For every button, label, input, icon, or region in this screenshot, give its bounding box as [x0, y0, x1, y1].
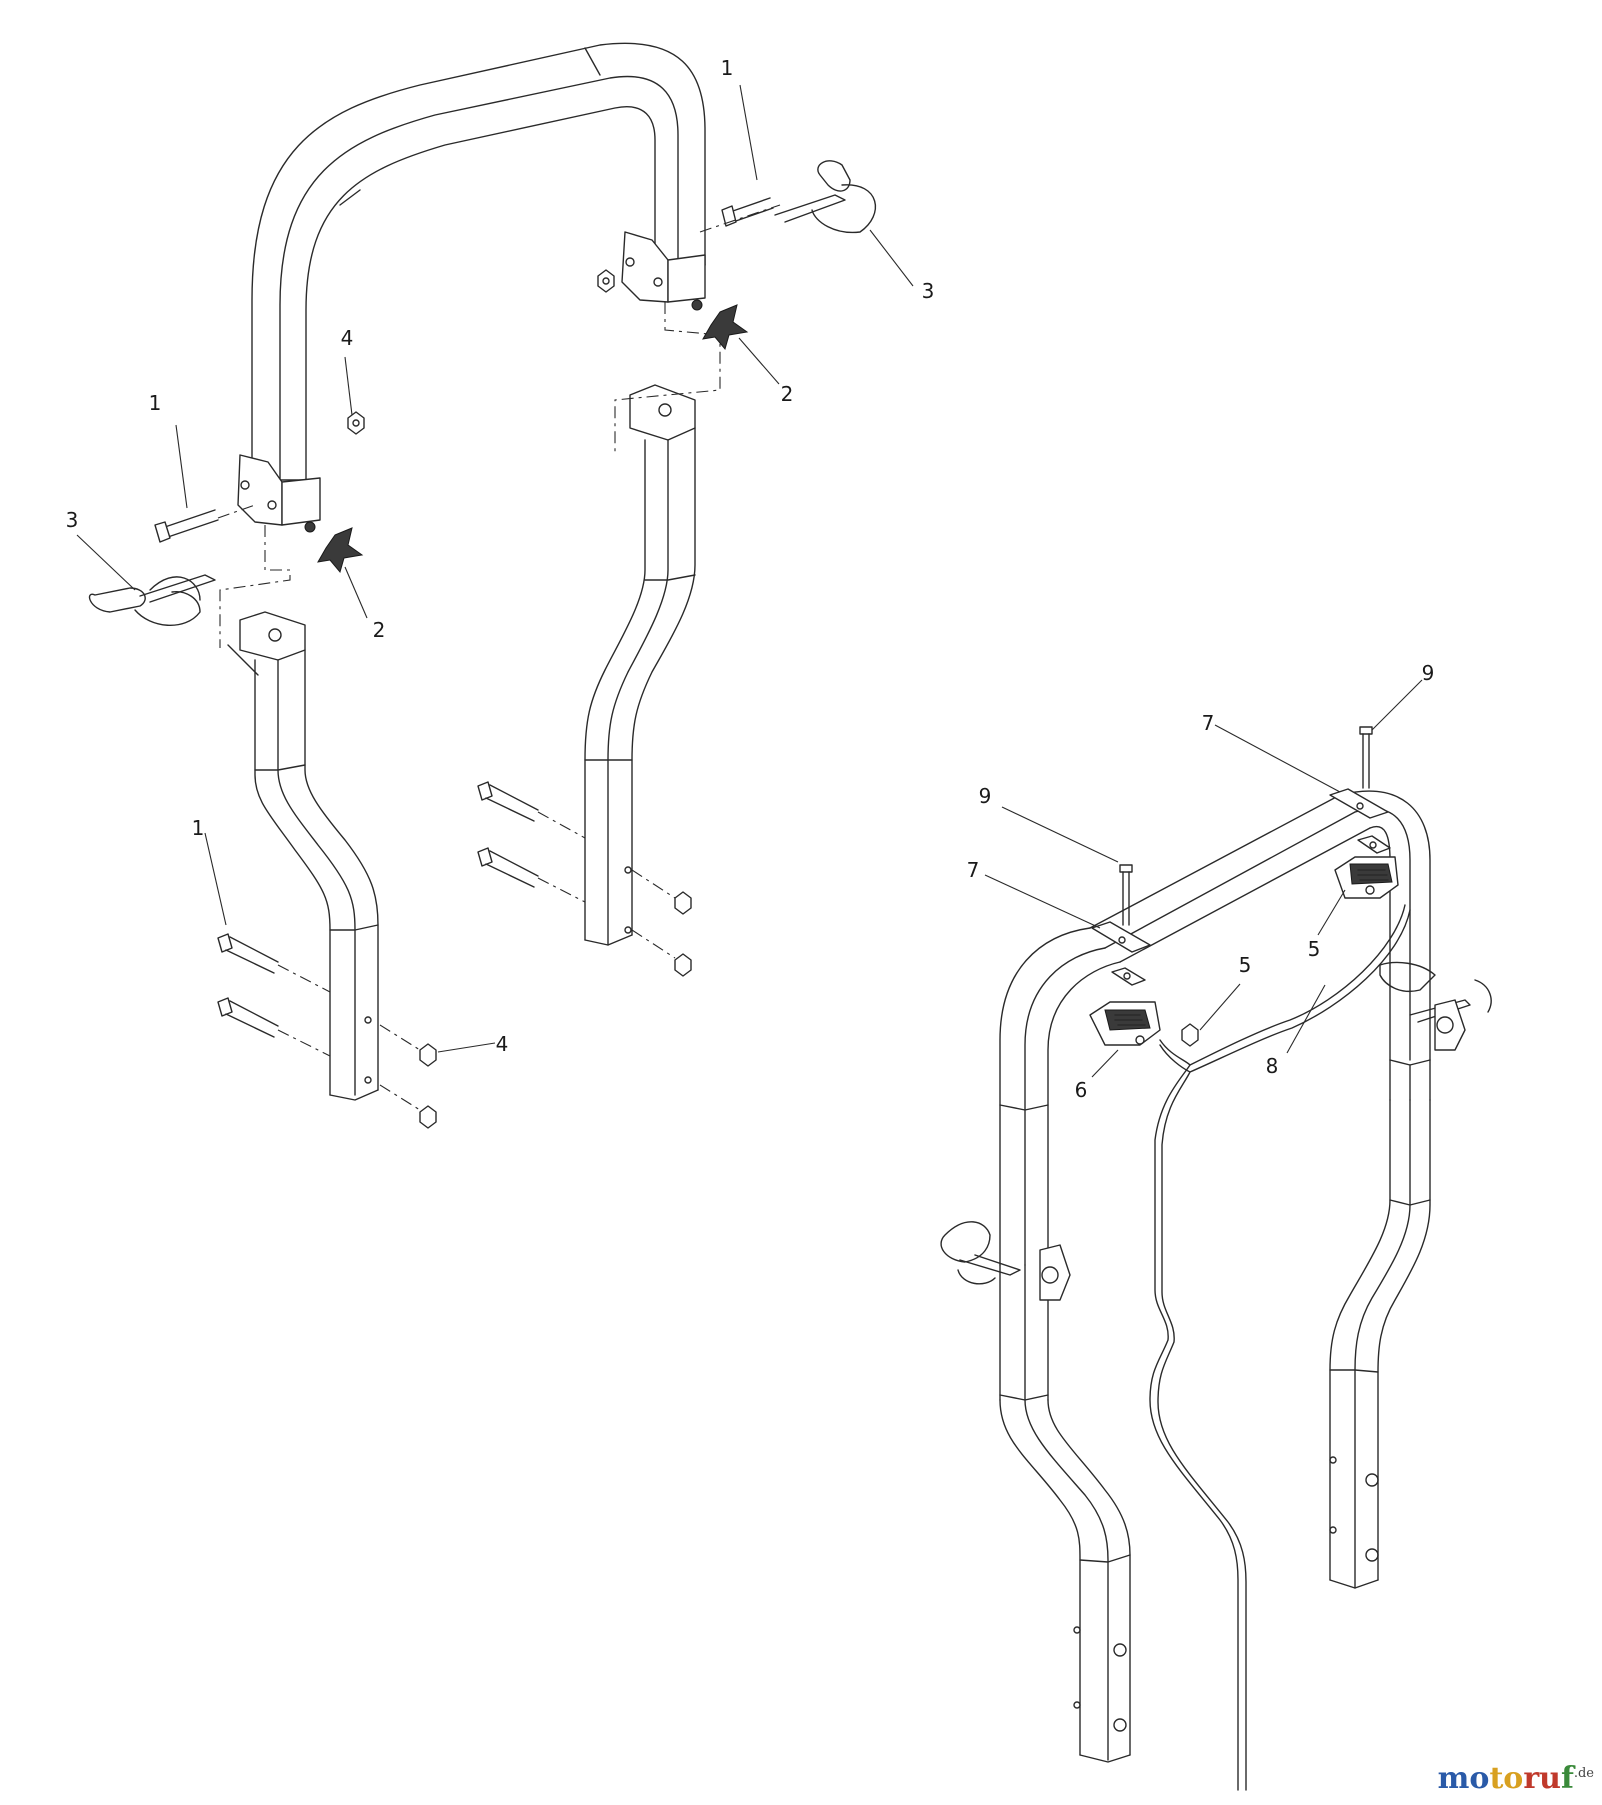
lynch-pin-assembled-left — [940, 1221, 1071, 1301]
callout-8: 8 — [1266, 1054, 1279, 1078]
alignment-line-left — [219, 525, 291, 648]
bolts-lower-left-tube — [217, 933, 437, 1129]
switch-left — [1089, 1001, 1161, 1046]
watermark-logo: motoruf.de — [1438, 1761, 1594, 1796]
nut-upper-left — [347, 411, 365, 435]
nut-upper-right — [597, 269, 615, 293]
callout-numbers: 1 1 1 2 2 3 3 4 4 5 5 6 7 7 8 9 9 — [66, 56, 1435, 1102]
lynch-pin-assembled-right — [1379, 961, 1492, 1051]
lower-left-tube — [227, 611, 379, 1101]
callout-1-lower: 1 — [192, 816, 205, 840]
callout-4-lower: 4 — [496, 1032, 509, 1056]
watermark-part-3: ru — [1523, 1761, 1561, 1796]
callout-2-left: 2 — [373, 618, 386, 642]
nut-5 — [1181, 1023, 1199, 1047]
callout-7-upper: 7 — [1202, 711, 1215, 735]
callout-5-center: 5 — [1239, 953, 1252, 977]
knob-left — [304, 521, 364, 574]
callout-3-right: 3 — [922, 279, 935, 303]
callout-1-upper-left: 1 — [149, 391, 162, 415]
knob-right — [691, 299, 749, 351]
lower-right-tube — [584, 384, 696, 946]
mount-plate-right — [1329, 788, 1391, 854]
wire-harness — [1149, 904, 1411, 1791]
bolt-9-left — [1119, 864, 1133, 926]
callout-3-left: 3 — [66, 508, 79, 532]
upper-left-bracket — [237, 454, 321, 526]
bolt-9-right — [1359, 726, 1373, 789]
lynch-pin-upper-left — [88, 574, 216, 626]
watermark-part-4: f — [1560, 1761, 1574, 1796]
callout-4-upper: 4 — [341, 326, 354, 350]
callout-9-right: 9 — [1422, 661, 1435, 685]
bolts-lower-right-tube — [477, 781, 692, 977]
callout-2-right: 2 — [781, 382, 794, 406]
callout-7-lower: 7 — [967, 858, 980, 882]
bolt-upper-left — [154, 504, 256, 543]
alignment-line-right — [614, 302, 721, 455]
callout-9-left: 9 — [979, 784, 992, 808]
leader-lines — [76, 84, 1423, 1078]
watermark-part-2: to — [1489, 1761, 1524, 1796]
switch-right — [1334, 856, 1399, 899]
mount-plate-left — [1091, 921, 1151, 986]
callout-6: 6 — [1075, 1078, 1088, 1102]
callout-1-upper-right: 1 — [721, 56, 734, 80]
callout-5-right: 5 — [1308, 937, 1321, 961]
lynch-pin-upper-right — [774, 160, 876, 234]
watermark-suffix: .de — [1573, 1766, 1594, 1781]
watermark-part-1: mo — [1437, 1761, 1490, 1796]
upper-right-bracket — [621, 231, 706, 303]
bolt-upper-right — [699, 197, 781, 233]
